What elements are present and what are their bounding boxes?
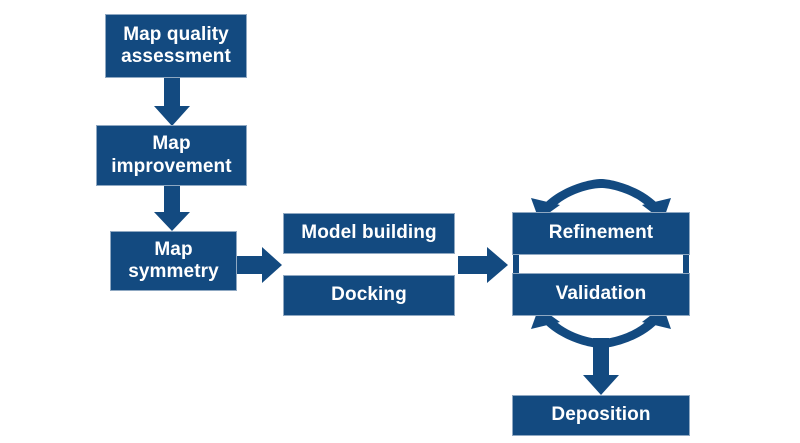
node-docking-label: Docking xyxy=(331,284,407,306)
node-validation[interactable]: Validation xyxy=(512,273,690,316)
node-deposition[interactable]: Deposition xyxy=(512,395,690,436)
cycle-left-connector xyxy=(513,255,519,273)
node-validation-label: Validation xyxy=(555,283,647,305)
arrow-symmetry-to-building-docking-icon xyxy=(237,247,282,283)
node-model-building[interactable]: Model building xyxy=(283,213,455,254)
node-docking[interactable]: Docking xyxy=(283,275,455,316)
arrow-validation-to-deposition-icon xyxy=(583,338,619,395)
node-model-building-label: Model building xyxy=(301,222,437,244)
node-map-symmetry[interactable]: Map symmetry xyxy=(110,231,237,291)
node-map-quality-assessment-label: Map quality assessment xyxy=(121,23,231,67)
arrow-quality-to-improvement-icon xyxy=(154,78,190,126)
node-map-improvement[interactable]: Map improvement xyxy=(96,125,247,186)
node-map-quality-assessment[interactable]: Map quality assessment xyxy=(105,14,247,78)
node-deposition-label: Deposition xyxy=(551,404,651,426)
arrow-building-docking-to-refinement-validation-icon xyxy=(458,247,508,283)
node-refinement-label: Refinement xyxy=(548,222,654,244)
node-refinement[interactable]: Refinement xyxy=(512,212,690,255)
cycle-right-connector xyxy=(683,255,689,273)
arrow-improvement-to-symmetry-icon xyxy=(154,186,190,231)
node-map-improvement-label: Map improvement xyxy=(111,133,232,177)
node-map-symmetry-label: Map symmetry xyxy=(128,238,219,282)
